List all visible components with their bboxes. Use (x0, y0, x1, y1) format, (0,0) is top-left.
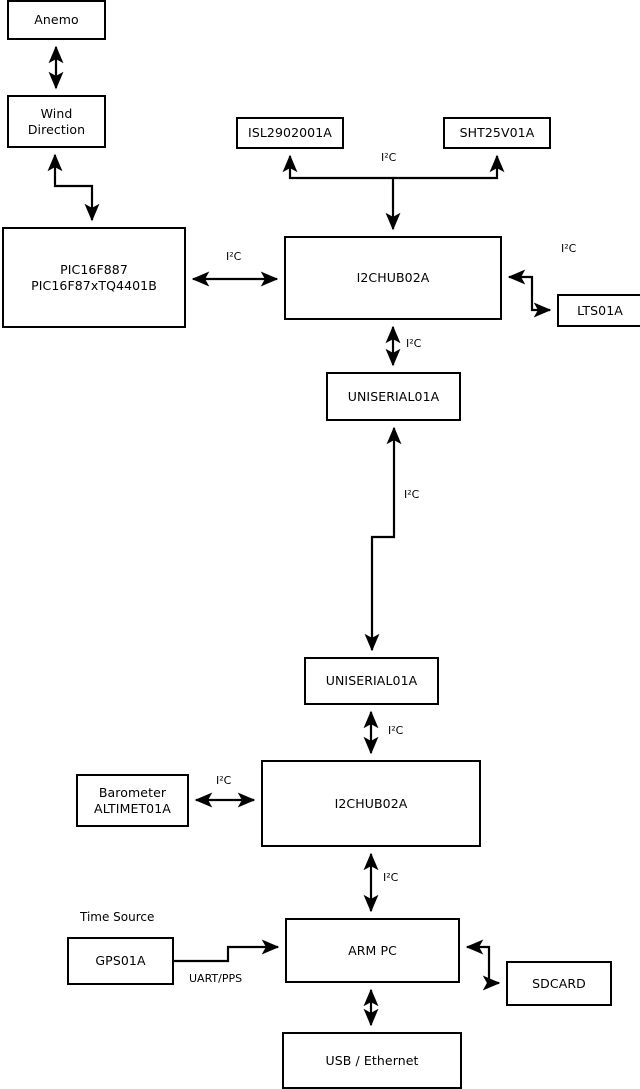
edge-label-lbl-baro-hub: I²C (216, 774, 232, 787)
edge-label-lbl-hub-lts: I²C (561, 242, 577, 255)
connector-armpc-sdcard (465, 939, 501, 991)
edge-label-lbl-gps-armpc: UART/PPS (189, 972, 243, 985)
connector-hub-sensors (282, 154, 401, 231)
block-label-armpc: ARM PC (348, 942, 397, 958)
edge-label-lbl-uniserial-link: I²C (404, 488, 420, 501)
block-label-pic: PIC16F887 PIC16F87xTQ4401B (31, 261, 157, 293)
block-label-hub-bot: I2CHUB02A (334, 795, 408, 811)
block-anemo[interactable]: Anemo (7, 0, 106, 40)
edge-label-lbl-hub-uniserial: I²C (406, 337, 422, 350)
block-isl[interactable]: ISL2902001A (236, 117, 344, 149)
block-usbeth[interactable]: USB / Ethernet (282, 1032, 462, 1089)
annotation-time-source: Time Source (80, 910, 155, 924)
connector-hub-lts (507, 269, 552, 318)
block-gps[interactable]: GPS01A (67, 937, 174, 985)
block-label-barometer: Barometer ALTIMET01A (94, 784, 171, 816)
edge-label-lbl-uniserial-hub: I²C (388, 724, 404, 737)
connector-uniserial-link (364, 426, 402, 652)
block-label-usbeth: USB / Ethernet (325, 1052, 419, 1068)
block-barometer[interactable]: Barometer ALTIMET01A (76, 774, 189, 827)
block-label-wind: Wind Direction (27, 105, 86, 137)
block-label-lts: LTS01A (577, 302, 623, 318)
connector-gps-armpc (174, 939, 280, 963)
edge-label-lbl-hub-sensors: I²C (381, 151, 397, 164)
block-uniserial-bot[interactable]: UNISERIAL01A (304, 657, 439, 705)
block-wind[interactable]: Wind Direction (7, 95, 106, 148)
block-armpc[interactable]: ARM PC (285, 918, 460, 983)
block-uniserial-top[interactable]: UNISERIAL01A (326, 372, 461, 421)
block-label-anemo: Anemo (34, 12, 79, 27)
block-sdcard[interactable]: SDCARD (506, 961, 612, 1006)
block-hub-bot[interactable]: I2CHUB02A (261, 760, 481, 847)
edge-label-lbl-hub-armpc: I²C (383, 871, 399, 884)
block-label-gps: GPS01A (95, 953, 146, 968)
block-label-sdcard: SDCARD (532, 975, 586, 991)
block-label-uniserial-top: UNISERIAL01A (347, 388, 440, 404)
block-label-isl: ISL2902001A (248, 125, 332, 140)
block-pic[interactable]: PIC16F887 PIC16F87xTQ4401B (2, 227, 186, 328)
block-label-sht: SHT25V01A (459, 125, 535, 140)
block-hub-top[interactable]: I2CHUB02A (284, 236, 502, 320)
connector-wind-pic (47, 153, 100, 222)
block-sht[interactable]: SHT25V01A (443, 117, 551, 149)
block-label-hub-top: I2CHUB02A (356, 270, 430, 285)
block-label-uniserial-bot: UNISERIAL01A (325, 673, 418, 688)
connector-hub-sensors-right (393, 154, 505, 180)
block-lts[interactable]: LTS01A (557, 294, 640, 327)
edge-label-lbl-pic-hub: I²C (226, 250, 242, 263)
